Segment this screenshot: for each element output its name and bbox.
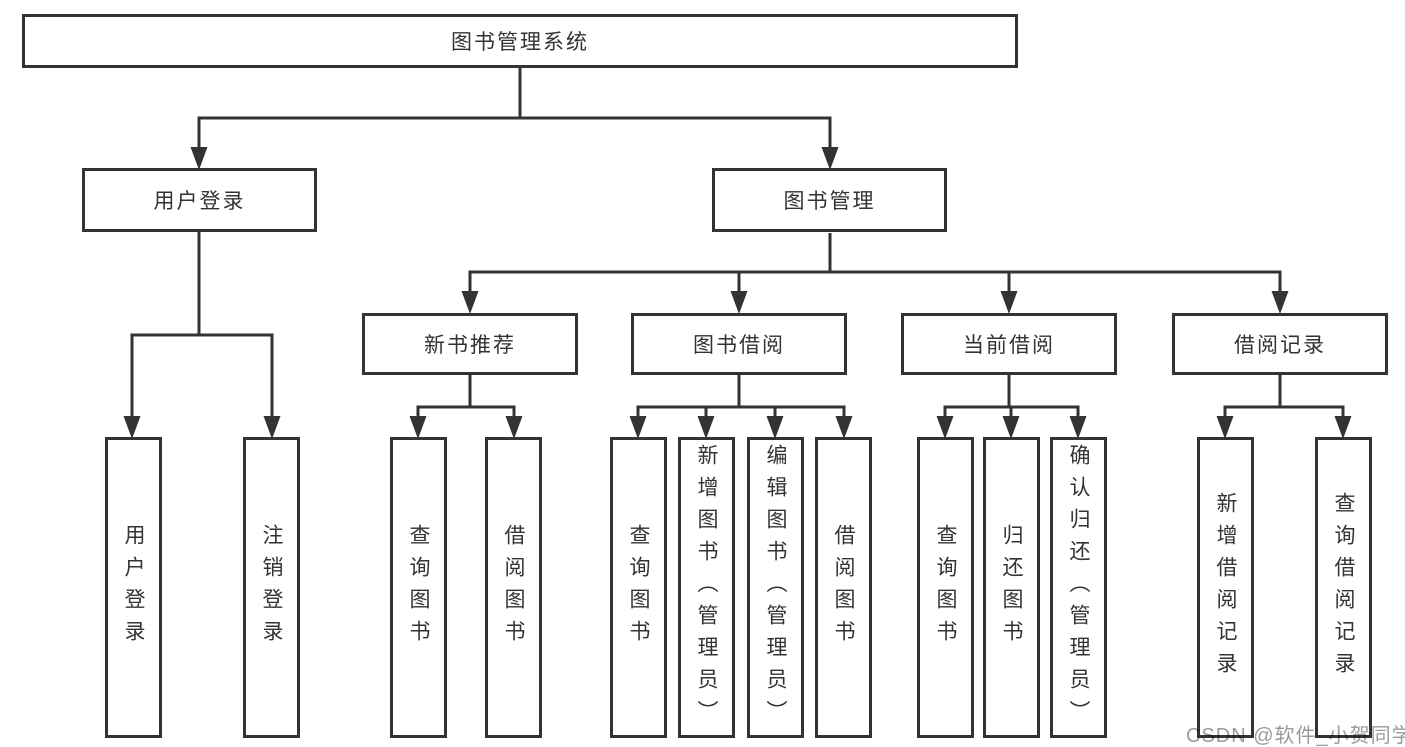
leaf-edit-books-admin: 编辑图书（管理员）	[747, 437, 804, 738]
leaf-label: 借阅图书	[832, 523, 855, 652]
connector-new-book-recommendation-children	[409, 375, 523, 439]
node-new-book-recommendation: 新书推荐	[362, 313, 578, 375]
connector-borrowing-records-children	[1216, 375, 1352, 439]
node-user-login: 用户登录	[82, 168, 317, 232]
leaf-borrow-books: 借阅图书	[815, 437, 872, 738]
connector-user-login-children	[123, 232, 281, 439]
leaf-query-books-recommend: 查询图书	[390, 437, 447, 738]
leaf-return-books: 归还图书	[983, 437, 1040, 738]
node-current-borrowing: 当前借阅	[901, 313, 1117, 375]
node-book-borrowing: 图书借阅	[631, 313, 847, 375]
leaf-borrow-books-recommend: 借阅图书	[485, 437, 542, 738]
leaf-label: 借阅图书	[502, 523, 525, 652]
node-borrowing-records: 借阅记录	[1172, 313, 1388, 375]
leaf-query-books-borrowing: 查询图书	[610, 437, 667, 738]
leaf-query-borrow-record: 查询借阅记录	[1315, 437, 1372, 738]
leaf-confirm-return-admin: 确认归还（管理员）	[1050, 437, 1107, 738]
connector-book-management-to-level3	[461, 233, 1289, 314]
leaf-label: 确认归还（管理员）	[1067, 443, 1090, 732]
connector-current-borrowing-children	[936, 375, 1087, 439]
leaf-label: 新增借阅记录	[1214, 491, 1237, 684]
leaf-label: 查询图书	[407, 523, 430, 652]
connector-book-borrowing-children	[629, 375, 853, 439]
leaf-label: 查询图书	[934, 523, 957, 652]
leaf-user-login: 用户登录	[105, 437, 162, 738]
leaf-label: 注销登录	[260, 523, 283, 652]
leaf-label: 查询借阅记录	[1332, 491, 1355, 684]
connector-root-to-level2	[190, 68, 839, 170]
leaf-label: 编辑图书（管理员）	[764, 443, 787, 732]
node-book-management: 图书管理	[712, 168, 947, 232]
leaf-add-books-admin: 新增图书（管理员）	[678, 437, 735, 738]
leaf-label: 查询图书	[627, 523, 650, 652]
leaf-query-books-current: 查询图书	[917, 437, 974, 738]
leaf-add-borrow-record: 新增借阅记录	[1197, 437, 1254, 738]
leaf-label: 用户登录	[122, 523, 145, 652]
node-library-system: 图书管理系统	[22, 14, 1018, 68]
watermark: CSDN @软件_小贺同学	[1186, 725, 1405, 747]
leaf-logout: 注销登录	[243, 437, 300, 738]
leaf-label: 归还图书	[1000, 523, 1023, 652]
leaf-label: 新增图书（管理员）	[695, 443, 718, 732]
